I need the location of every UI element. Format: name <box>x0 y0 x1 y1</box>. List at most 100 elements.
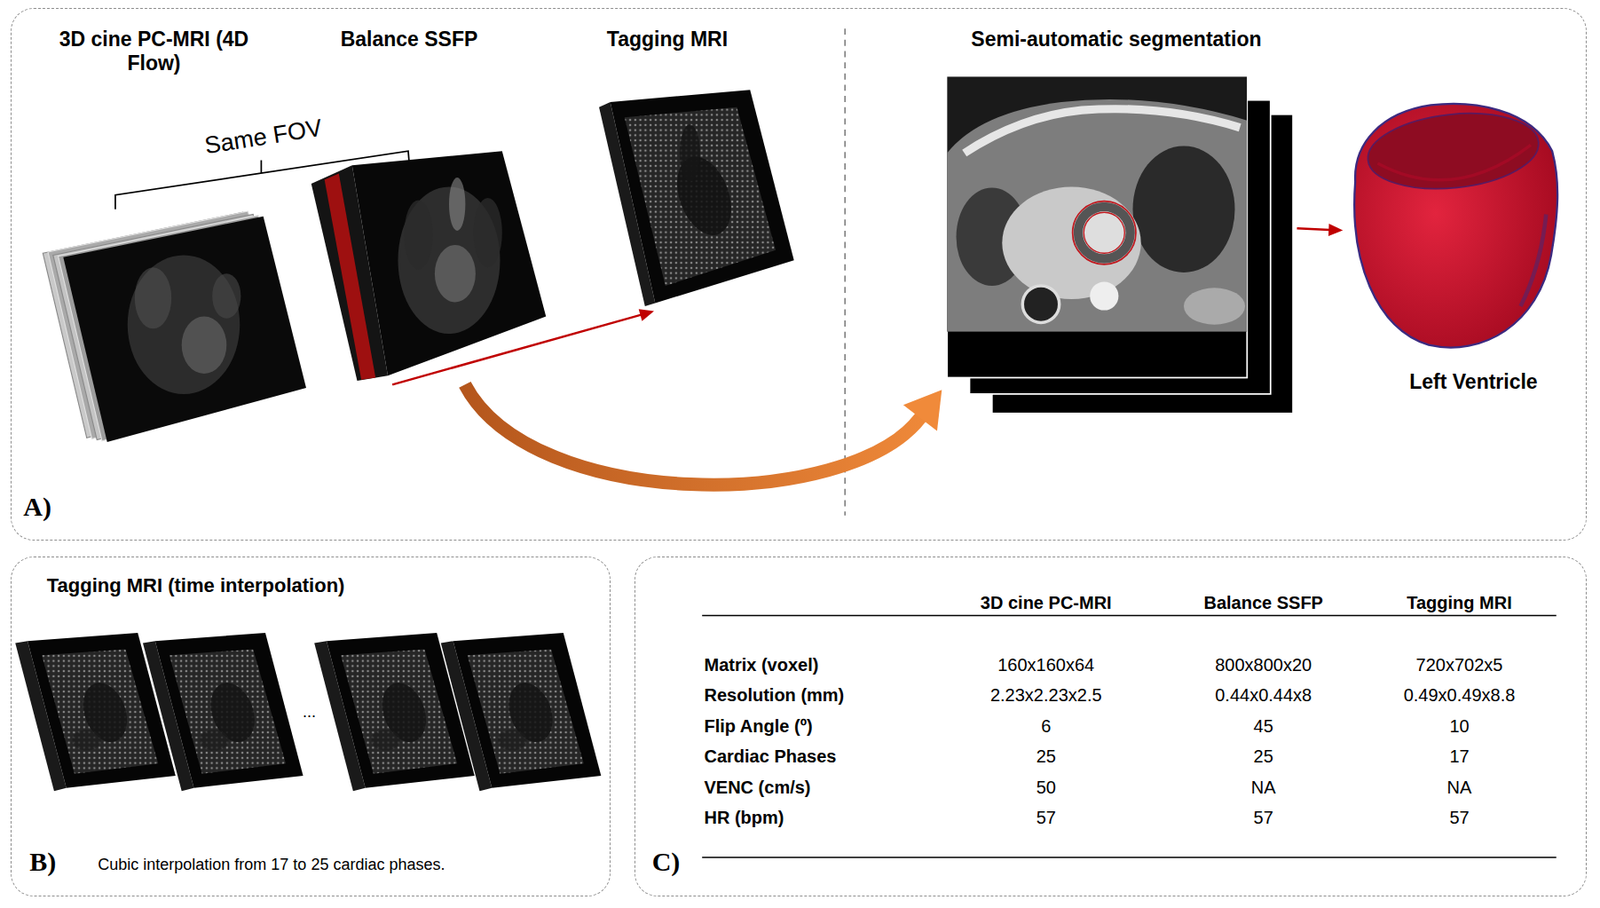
row-header: HR (bpm) <box>704 806 785 828</box>
ssfp-volume <box>398 186 501 334</box>
mri-stack <box>946 76 1247 332</box>
table-rule <box>701 856 1557 858</box>
panel-title: Tagging MRI (time interpolation) <box>47 574 346 598</box>
pcmri-stack <box>53 214 297 441</box>
row-header: VENC (cm/s) <box>704 776 812 798</box>
mri-stack <box>992 114 1293 414</box>
table-cell: 57 <box>1253 806 1274 828</box>
tagging-volume <box>624 107 776 286</box>
pcmri-stack <box>181 316 228 374</box>
image-title: Tagging MRI <box>606 27 728 53</box>
row-header: Resolution (mm) <box>704 684 845 706</box>
red-arrow <box>1296 223 1343 237</box>
pcmri-stack <box>134 267 172 329</box>
tagged-frames <box>142 632 304 791</box>
pcmri-stack <box>63 216 307 442</box>
pcmri-stack <box>58 215 302 442</box>
ssfp-volume <box>352 150 547 376</box>
mri-stack <box>946 99 1247 332</box>
column-header: 3D cine PC-MRI <box>980 591 1112 614</box>
panel-letter: B) <box>29 845 56 878</box>
pcmri-stack <box>47 211 292 439</box>
table-cell: 17 <box>1449 745 1469 767</box>
red-arrow <box>392 308 655 385</box>
bracket <box>115 150 410 210</box>
table-cell: 800x800x20 <box>1214 654 1312 676</box>
tagged-frames <box>15 632 601 791</box>
mri-stack <box>1089 281 1119 310</box>
red-arrow-head <box>638 308 655 321</box>
tagging-volume <box>599 89 795 307</box>
tagging-volume <box>599 102 655 307</box>
mri-stack <box>1083 212 1125 253</box>
mri-stack <box>946 76 1293 414</box>
model-title: Left Ventricle <box>1409 370 1537 395</box>
ssfp-volume <box>311 165 388 381</box>
pcmri-stack <box>212 273 241 319</box>
mri-stack <box>1133 145 1236 273</box>
table-cell: 6 <box>1040 715 1051 737</box>
illustration <box>15 28 1558 858</box>
ventricle-mesh <box>1354 103 1558 348</box>
tagging-volume <box>679 124 701 182</box>
image-title: 3D cine PC-MRI (4D Flow) <box>58 27 250 77</box>
ssfp-volume <box>403 199 433 269</box>
panel-letter: C) <box>652 845 681 878</box>
ssfp-volume <box>311 150 547 381</box>
image-volume: Balance SSFP <box>309 25 552 386</box>
divider-line <box>843 28 845 516</box>
tagging-volume <box>610 89 795 303</box>
image-volume: Tagging MRI <box>594 25 799 312</box>
panel: A) 3D cine PC-MRI (4D Flow) Balance SSFP Ta… <box>10 7 1588 541</box>
table-cell: 2.23x2.23x2.5 <box>990 684 1103 706</box>
column-header: Tagging MRI <box>1406 591 1513 614</box>
table-cell: 25 <box>1036 745 1057 767</box>
row-header: Flip Angle (º) <box>704 715 813 737</box>
ventricle-mesh <box>1378 144 1532 180</box>
segmentation-stack: Semi-automatic segmentation <box>941 25 1297 418</box>
ventricle-mesh <box>1354 103 1558 348</box>
table-rule <box>701 614 1557 858</box>
mri-stack <box>946 76 1247 332</box>
panel-letter: A) <box>23 490 52 523</box>
mri-stack <box>1022 285 1059 323</box>
image-title: Balance SSFP <box>340 27 479 53</box>
panel-note: Cubic interpolation from 17 to 25 cardia… <box>97 855 445 875</box>
table-cell: NA <box>1447 776 1473 798</box>
row-header: Cardiac Phases <box>704 745 837 767</box>
mri-stack <box>1082 211 1126 254</box>
pcmri-stack <box>127 255 241 395</box>
ssfp-volume <box>324 173 377 380</box>
column-header: Balance SSFP <box>1203 591 1324 614</box>
pcmri-stack <box>42 211 307 442</box>
ssfp-volume <box>434 244 476 302</box>
ellipsis: ... <box>302 702 316 723</box>
table-cell: 57 <box>1036 806 1057 828</box>
ventricle-model: Left Ventricle <box>1342 97 1585 404</box>
ventricle-mesh <box>1363 105 1543 198</box>
pcmri-stack <box>42 212 286 438</box>
red-arrow-line <box>1296 228 1330 230</box>
table-cell: 25 <box>1253 745 1274 767</box>
orange-arrow-line <box>465 384 922 485</box>
table-cell: 160x160x64 <box>997 654 1095 676</box>
ssfp-volume <box>473 197 503 268</box>
table-cell: 50 <box>1036 776 1057 798</box>
mri-stack <box>946 76 1247 378</box>
mri-stack <box>1072 201 1136 265</box>
ventricle-mesh <box>1521 214 1547 308</box>
bracket-label: Same FOV <box>202 113 324 161</box>
red-arrow-head <box>1328 223 1343 237</box>
mri-stack <box>1183 287 1246 324</box>
table-cell: 10 <box>1449 715 1469 737</box>
table-rule <box>701 614 1557 616</box>
mri-stack <box>1073 202 1135 264</box>
orange-arrow <box>465 384 942 485</box>
mri-stack <box>969 100 1271 395</box>
mri-stack <box>956 188 1029 286</box>
image-stack: 3D cine PC-MRI (4D Flow) <box>43 25 311 449</box>
image-title: Semi-automatic segmentation <box>970 27 1262 53</box>
tagged-frames <box>15 632 176 791</box>
table-cell: 45 <box>1253 715 1274 737</box>
